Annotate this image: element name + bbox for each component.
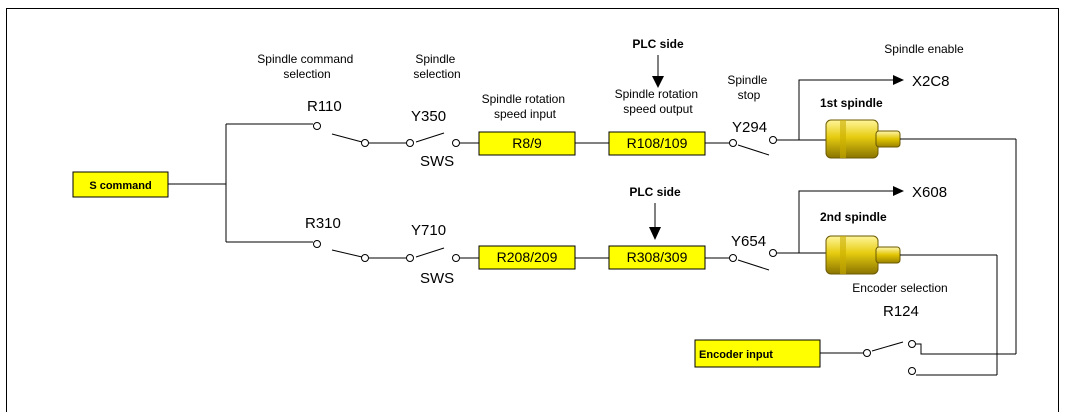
s-command-label: S command bbox=[89, 180, 151, 192]
spindle-rotation-speed-input-label: Spindle rotation speed input bbox=[482, 92, 569, 121]
r124-switch-contact-lower bbox=[908, 367, 916, 375]
y294-switch-contact-left bbox=[729, 139, 737, 147]
y710-switch-contact-right bbox=[452, 254, 460, 262]
plc-side-label-1: PLC side bbox=[632, 37, 684, 51]
x608-label: X608 bbox=[912, 184, 947, 201]
r8-9-label: R8/9 bbox=[512, 135, 542, 151]
x608-signal-line bbox=[798, 190, 895, 253]
r310-switch-blade bbox=[331, 249, 363, 258]
encoder-input-label: Encoder input bbox=[699, 349, 773, 361]
s-command-box bbox=[72, 171, 169, 198]
plc-arrow-head-2 bbox=[649, 227, 661, 240]
encoder-input-box bbox=[694, 339, 821, 368]
r124-switch-contact-upper bbox=[908, 340, 916, 348]
sws-label-1: SWS bbox=[420, 153, 454, 170]
y350-switch-contact-left bbox=[406, 139, 414, 147]
x2c8-arrow-head bbox=[893, 75, 904, 85]
y710-label: Y710 bbox=[411, 222, 446, 239]
y350-switch-contact-right bbox=[452, 139, 460, 147]
y294-switch-blade bbox=[737, 144, 770, 156]
r124-upper-wire bbox=[916, 343, 1016, 355]
spindle2-name: 2nd spindle bbox=[820, 210, 887, 224]
y654-switch-contact-left bbox=[729, 254, 737, 262]
spindle1-name: 1st spindle bbox=[820, 96, 883, 110]
plc-arrow-head-1 bbox=[652, 76, 664, 88]
spindle-command-selection-label: Spindle command selection bbox=[257, 52, 356, 81]
r110-switch-contact bbox=[361, 139, 369, 147]
r310-switch-contact-upper bbox=[313, 240, 321, 248]
x608-arrow-head bbox=[893, 186, 904, 196]
y654-switch-blade bbox=[737, 259, 770, 271]
diagram-frame bbox=[6, 8, 1059, 417]
r108-109-label: R108/109 bbox=[627, 135, 688, 151]
r124-label: R124 bbox=[883, 303, 919, 320]
y710-switch-contact-left bbox=[406, 254, 414, 262]
encoder-selection-label: Encoder selection bbox=[852, 281, 947, 295]
r110-switch-contact-upper bbox=[313, 122, 321, 130]
y654-label: Y654 bbox=[731, 233, 766, 250]
spindle-stop-label: Spindle stop bbox=[727, 73, 770, 102]
y350-label: Y350 bbox=[411, 108, 446, 125]
y710-switch-blade bbox=[415, 247, 445, 258]
r124-switch-contact-left bbox=[863, 349, 871, 357]
y654-switch-contact-right bbox=[769, 249, 777, 257]
y294-label: Y294 bbox=[732, 119, 767, 136]
y294-switch-contact-right bbox=[769, 136, 777, 144]
sws-label-2: SWS bbox=[420, 270, 454, 287]
spindle-rotation-speed-output-label: Spindle rotation speed output bbox=[615, 87, 702, 116]
x2c8-signal-line bbox=[798, 79, 895, 140]
spindle2-motor bbox=[825, 235, 901, 275]
r124-switch-blade bbox=[871, 341, 904, 352]
plc-side-label-2: PLC side bbox=[629, 185, 681, 199]
spindle-selection-label: Spindle selection bbox=[413, 52, 460, 81]
r110-label: R110 bbox=[307, 98, 342, 115]
x2c8-label: X2C8 bbox=[912, 73, 950, 90]
r308-309-label: R308/309 bbox=[627, 249, 688, 265]
r310-label: R310 bbox=[305, 215, 341, 232]
r310-switch-contact bbox=[361, 254, 369, 262]
spindle1-motor bbox=[825, 119, 901, 159]
spindle-enable-label: Spindle enable bbox=[884, 42, 964, 56]
y350-switch-blade bbox=[415, 132, 445, 143]
r208-209-label: R208/209 bbox=[497, 249, 558, 265]
r110-switch-blade bbox=[331, 133, 363, 143]
